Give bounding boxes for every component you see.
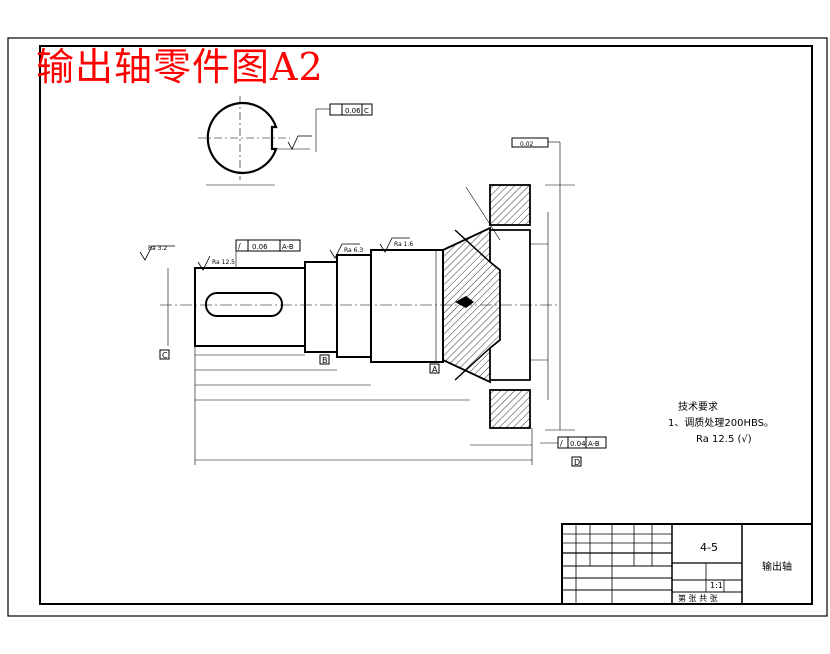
roughness-ra16: Ra 1.6	[394, 241, 413, 248]
notes-roughness-rest: Ra 12.5 (√)	[696, 434, 752, 445]
scale-value: 1:1	[710, 581, 723, 590]
title-block-grid	[561, 523, 813, 605]
sheet-inner-border	[39, 45, 813, 605]
gear-hub	[442, 184, 531, 429]
svg-text:/: /	[560, 439, 563, 448]
part-number: 4-5	[700, 541, 718, 554]
runout-shaft-datum: A-B	[282, 243, 294, 251]
runout-shaft-value: 0.06	[252, 243, 268, 251]
datum-a: A	[432, 365, 438, 374]
runout-gear-bottom-value: 0.04	[570, 440, 586, 448]
tolerance-frame-flatness: 0.06 C	[315, 103, 373, 126]
flatness-datum: C	[364, 107, 369, 115]
svg-text:/: /	[238, 242, 241, 251]
sheet-info: 第 张 共 张	[678, 594, 718, 603]
datum-b: B	[322, 356, 328, 365]
datum-c: C	[162, 351, 168, 360]
runout-gear-top-value: 0.02	[520, 141, 534, 148]
roughness-symbols	[139, 135, 410, 271]
technical-notes: 技术要求 1、调质处理200HBS。 Ra 12.5 (√)	[668, 400, 774, 448]
tolerance-frame-runout-gear-bottom: / 0.04 A-B	[540, 436, 607, 449]
notes-heading: 技术要求	[678, 402, 718, 413]
dimension-lines	[167, 184, 575, 465]
datum-d: D	[574, 458, 580, 467]
tolerance-frame-runout-shaft: / 0.06 A-B	[235, 239, 301, 268]
flatness-value: 0.06	[345, 107, 361, 115]
roughness-main: Ra 3.2	[148, 245, 167, 252]
tolerance-frame-runout-gear-top: 0.02	[511, 137, 561, 185]
part-name: 输出轴	[762, 562, 792, 573]
sheet-outer-border	[7, 37, 828, 617]
section-view	[198, 96, 317, 186]
drawing-title: 输出轴零件图A2	[36, 45, 324, 89]
roughness-shoulder: Ra 6.3	[344, 247, 363, 254]
datum-markers: C B A D	[159, 349, 582, 467]
roughness-secondary: Ra 12.5	[212, 259, 235, 266]
notes-item-1: 1、调质处理200HBS。	[668, 418, 775, 429]
runout-gear-bottom-datum: A-B	[588, 440, 600, 448]
